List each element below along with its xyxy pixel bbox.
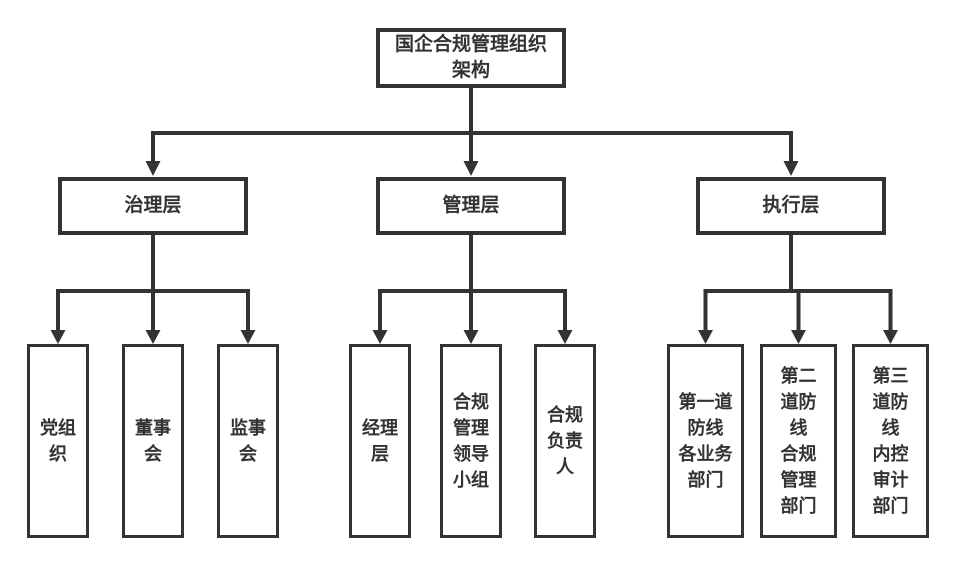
node-compliance-officer-label: 合规 负责 人 (547, 405, 583, 477)
arrowhead-manager-layer (372, 330, 388, 344)
arrowhead-first-line (698, 330, 713, 344)
node-second-line-compliance-dept: 第二 道防 线 合规 管理 部门 (760, 344, 837, 538)
node-manager-layer: 经理 层 (349, 344, 411, 538)
arrowhead-compliance-officer (557, 330, 573, 344)
arrowhead-board (145, 330, 161, 344)
node-root-label: 国企合规管理组织 架构 (394, 34, 547, 81)
node-third-line-audit-dept: 第三 道防 线 内控 审计 部门 (852, 344, 929, 538)
arrowhead-management (463, 161, 479, 176)
node-management-label: 管理层 (442, 195, 500, 216)
node-governance-layer: 治理层 (58, 177, 248, 235)
node-execution-label: 执行层 (762, 195, 820, 216)
node-compliance-officer: 合规 负责 人 (534, 344, 596, 538)
node-second-line-label: 第二 道防 线 合规 管理 部门 (780, 366, 817, 516)
arrowhead-supervisory (240, 330, 256, 344)
arrowhead-execution (783, 161, 799, 176)
arrowhead-governance (145, 161, 161, 176)
node-party-organization-label: 党组 织 (40, 418, 76, 464)
node-management-layer: 管理层 (376, 177, 566, 235)
arrowhead-leading-group (463, 330, 479, 344)
node-third-line-label: 第三 道防 线 内控 审计 部门 (872, 366, 909, 516)
node-supervisory-board-label: 监事 会 (230, 418, 266, 464)
node-board-of-directors: 董事 会 (122, 344, 184, 538)
node-execution-layer: 执行层 (696, 177, 886, 235)
node-root: 国企合规管理组织 架构 (376, 28, 566, 88)
node-first-line-label: 第一道 防线 各业务 部门 (678, 392, 733, 490)
node-board-of-directors-label: 董事 会 (135, 418, 171, 464)
arrowhead-second-line (791, 330, 806, 344)
node-party-organization: 党组 织 (27, 344, 89, 538)
arrowhead-third-line (883, 330, 898, 344)
arrowhead-party-org (50, 330, 66, 344)
node-compliance-leading-group-label: 合规 管理 领导 小组 (453, 392, 489, 490)
node-supervisory-board: 监事 会 (217, 344, 279, 538)
connector-management-span (378, 289, 567, 330)
connector-root-horizontal (151, 131, 793, 163)
node-governance-label: 治理层 (124, 195, 182, 216)
node-manager-layer-label: 经理 层 (362, 418, 398, 464)
node-first-line-business-depts: 第一道 防线 各业务 部门 (667, 344, 744, 538)
connector-governance-span (56, 289, 250, 330)
node-compliance-leading-group: 合规 管理 领导 小组 (440, 344, 502, 538)
